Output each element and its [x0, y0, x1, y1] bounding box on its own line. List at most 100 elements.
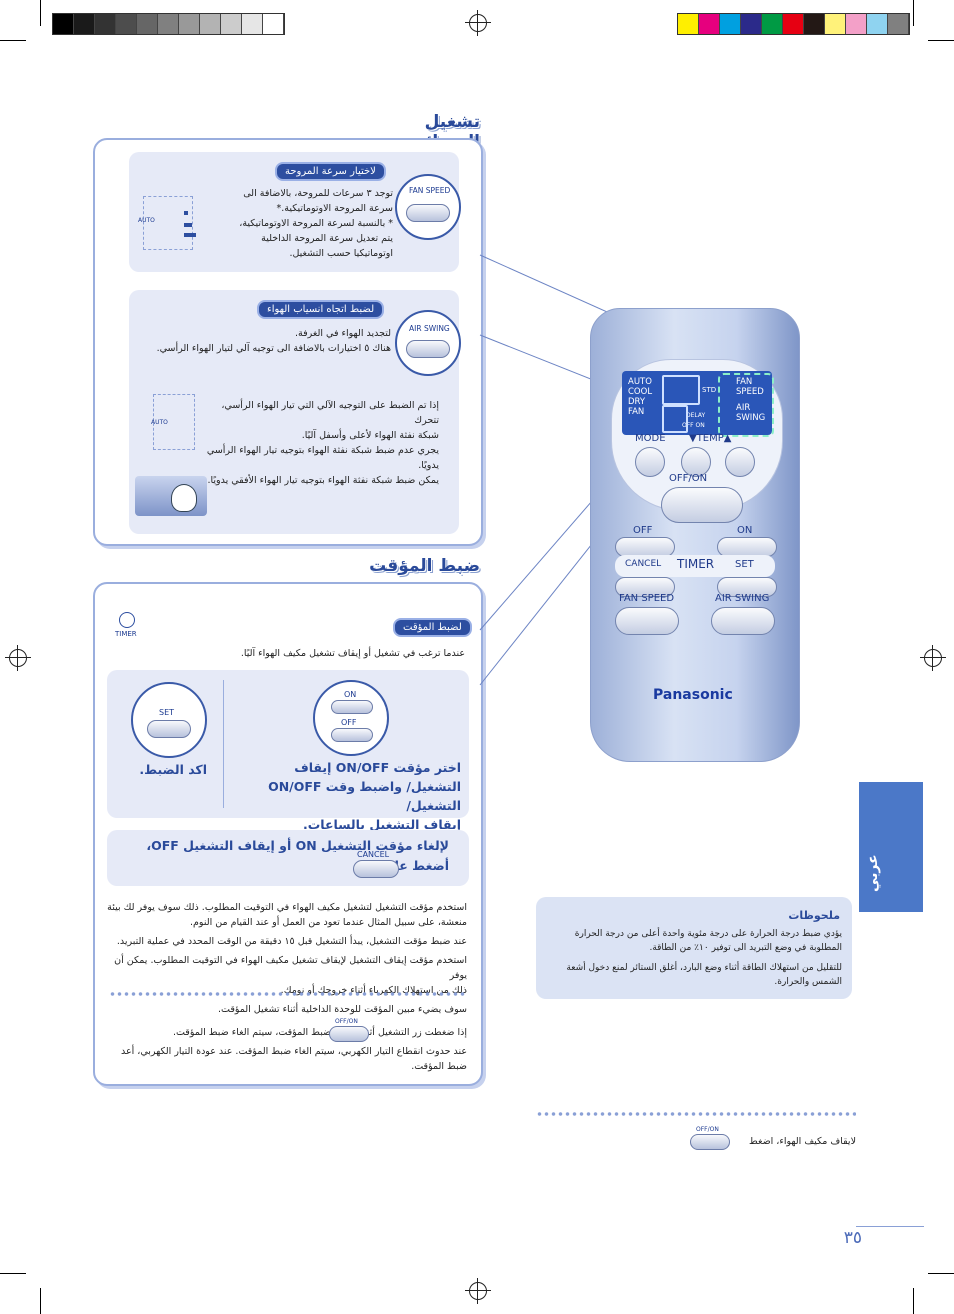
remote-set-label: SET — [735, 559, 754, 570]
remote-timer-label: TIMER — [677, 557, 715, 571]
text-line: إيقاف التشغيل بالساعات. — [302, 817, 461, 832]
remote-timer-off-button[interactable] — [615, 537, 675, 557]
text-line: استخدم مؤقت التشغيل لتشغيل مكيف الهواء ف… — [107, 902, 467, 913]
note-item: للتقليل من استهلاك الطاقة أثناء وضع البا… — [566, 963, 842, 987]
crop-mark — [40, 1288, 41, 1314]
remote-cancel-button[interactable] — [615, 577, 675, 597]
text-line: سوف يضيء مبين المؤقت للوحدة الداخلية أثن… — [217, 1004, 467, 1015]
grayscale-bar — [52, 13, 285, 35]
auto-label: AUTO — [138, 217, 155, 224]
lcd-std: STD — [702, 386, 717, 394]
text-line: يمكن ضبط شبكة نفثة الهواء بتوجيه تيار ال… — [207, 475, 439, 486]
remote-air-swing-label: AIR SWING — [715, 593, 770, 604]
color-bar — [677, 13, 910, 35]
dotted-divider — [109, 992, 467, 996]
lcd-mode: FAN — [628, 407, 645, 417]
timer-bullets: استخدم مؤقت التشغيل لتشغيل مكيف الهواء ف… — [99, 900, 467, 998]
text-line: إذا تم الضبط على التوجيه الآلي التي تيار… — [221, 400, 439, 426]
lcd-delay: DELAY — [686, 412, 706, 419]
crop-mark — [40, 0, 41, 26]
remote-mode-button[interactable] — [635, 447, 665, 477]
crop-mark — [913, 1288, 914, 1314]
remote-mode-label: MODE — [635, 433, 666, 444]
text-line: منعشة، على سبيل المثال عندما تعود من الع… — [190, 917, 467, 928]
timer-set-box: ON OFF SET اختر مؤقت ON/OFF إيقاف التشغي… — [107, 670, 469, 832]
text-line: لإلغاء مؤقت التشغيل ON أو إيقاف التشغيل … — [146, 838, 449, 853]
text-line: اختر مؤقت ON/OFF إيقاف — [294, 760, 461, 775]
crop-mark — [928, 40, 954, 41]
off-on-button-illustration: OFF/ON — [329, 1018, 369, 1042]
remote-power-button[interactable] — [661, 487, 743, 523]
fan-speed-button-illustration: FAN SPEED — [395, 174, 461, 240]
notes-title: ملحوظات — [788, 909, 840, 922]
text-line: ذلك من استهلاك الكهرباء أثناء خروجك أو ن… — [280, 985, 467, 996]
remote-temp-label: ▼TEMP▲ — [689, 433, 732, 444]
footer-off-on-button-illustration: OFF/ON — [690, 1126, 730, 1150]
air-swing-text: لتجديد الهواء في الغرفة. هناك ٥ اختيارات… — [135, 326, 391, 356]
fan-speed-pill-icon — [406, 204, 450, 222]
lcd-right: FAN SPEED AIR SWING — [736, 377, 765, 423]
fan-speed-label: FAN SPEED — [409, 186, 451, 195]
air-swing-text-2: إذا تم الضبط على التوجيه الآلي التي تيار… — [199, 398, 439, 488]
set-label: SET — [159, 708, 175, 717]
timer-badge: لضبط المؤقت — [393, 618, 472, 637]
features-panel: لاختيار سرعة المروحة FAN SPEED توجد ٣ سر… — [93, 138, 483, 546]
lcd-label: SPEED — [736, 387, 764, 397]
lcd-label: FAN — [736, 377, 753, 387]
off-on-label: OFF/ON — [696, 1126, 719, 1133]
swing-indicator-icon: AUTO — [151, 394, 195, 450]
notes-box: ملحوظات يؤدي ضبط درجة الحرارة على درجة م… — [536, 897, 852, 999]
text-line: التشغيل/ واضبط وقت ON/OFF التشغيل/ — [268, 779, 461, 813]
cancel-button-illustration: CANCEL — [353, 850, 401, 880]
section-title-timer: ضبط المؤقت — [369, 556, 480, 576]
remote-timer-on-button[interactable] — [717, 537, 777, 557]
footer-text: لايقاف مكيف الهواء، اضغط — [748, 1136, 856, 1147]
remote-set-button[interactable] — [717, 577, 777, 597]
air-swing-label: AIR SWING — [409, 324, 450, 333]
text-line: عند حدوث انقطاع التيار الكهربي، سيتم الغ… — [120, 1046, 467, 1057]
air-swing-box: لضبط اتجاه انسياب الهواء AIR SWING لتجدي… — [129, 290, 461, 534]
text-line: إذا ضغطت زر التشغيل أثناء عملية ضبط المؤ… — [172, 1027, 467, 1038]
timer-cancel-box: لإلغاء مؤقت التشغيل ON أو إيقاف التشغيل … — [107, 830, 469, 886]
registration-mark-icon — [465, 1278, 491, 1304]
off-label: OFF — [341, 718, 357, 727]
text-line: سرعة المروحة الاوتوماتيكية.* — [276, 203, 394, 214]
crop-mark — [0, 1273, 26, 1274]
text-line: ضبط المؤقت. — [411, 1061, 467, 1072]
off-on-pill-icon — [690, 1134, 730, 1150]
registration-mark-icon — [465, 10, 491, 36]
remote-power-label: OFF/ON — [669, 473, 708, 484]
remote-air-swing-button[interactable] — [711, 607, 775, 635]
remote-cancel-label: CANCEL — [625, 559, 662, 569]
remote-on-label: ON — [737, 525, 753, 536]
page-number: ٣٥ — [843, 1228, 862, 1248]
registration-mark-icon — [5, 645, 31, 671]
text-line: * بالنسبة لسرعة المروحة الاوتوماتيكية، — [239, 218, 393, 229]
on-label: ON — [344, 690, 357, 699]
remote-temp-down-button[interactable] — [681, 447, 711, 477]
text-line: شبكة نفثة الهواء لأعلى وأسفل آليًا. — [301, 430, 439, 441]
text-line: استخدم مؤقت إيقاف التشغيل لإيقاف تشغيل م… — [114, 955, 467, 981]
crop-mark — [928, 1273, 954, 1274]
lcd-modes: AUTO COOL DRY FAN — [628, 377, 652, 417]
text-line: يجري عدم ضبط شبكة نفثة الهواء بتوجيه تيا… — [206, 445, 439, 456]
text-line: لتجديد الهواء في الغرفة. — [295, 328, 391, 339]
fan-speed-box: لاختيار سرعة المروحة FAN SPEED توجد ٣ سر… — [129, 152, 461, 272]
crop-mark — [913, 0, 914, 26]
text-line: اوتوماتيكيا حسب التشغيل. — [289, 248, 393, 259]
remote-temp-up-button[interactable] — [725, 447, 755, 477]
brand-logo: Panasonic — [653, 687, 733, 703]
lcd-mode: COOL — [628, 387, 653, 397]
language-tab-label: عربي — [865, 854, 881, 892]
dotted-divider — [536, 1112, 856, 1116]
off-on-label: OFF/ON — [335, 1018, 358, 1025]
text-line: يدويًا. — [418, 460, 439, 471]
set-button-illustration: SET — [131, 682, 207, 758]
cancel-label: CANCEL — [357, 850, 390, 859]
lcd-mode: DRY — [628, 397, 646, 407]
on-off-buttons-illustration: ON OFF — [313, 680, 389, 756]
off-on-pill-icon — [329, 1026, 369, 1042]
text-line: عند ضبط مؤقت التشغيل، يبدأ التشغيل قبل ١… — [116, 936, 467, 947]
air-swing-pill-icon — [406, 340, 450, 358]
remote-fan-speed-button[interactable] — [615, 607, 679, 635]
